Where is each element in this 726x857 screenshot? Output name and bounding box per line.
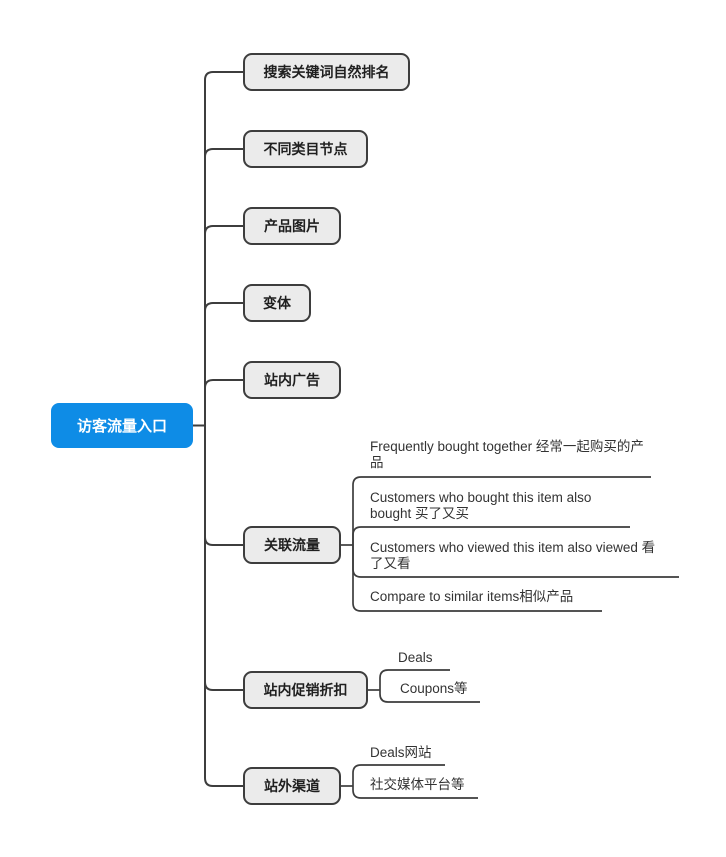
- branch-label: 产品图片: [264, 218, 320, 234]
- leaf-also-bought[interactable]: Customers who bought this item also boug…: [370, 490, 592, 521]
- branch-label: 关联流量: [264, 537, 320, 553]
- branch-product-images[interactable]: 产品图片: [243, 207, 341, 245]
- branch-label: 站内广告: [264, 372, 320, 388]
- root-node-visitor-traffic[interactable]: 访客流量入口: [51, 403, 193, 448]
- branch-label: 变体: [263, 295, 291, 311]
- branch-category-nodes[interactable]: 不同类目节点: [243, 130, 368, 168]
- leaf-frequently-bought-together[interactable]: Frequently bought together 经常一起购买的产品: [370, 439, 644, 470]
- leaf-also-viewed[interactable]: Customers who viewed this item also view…: [370, 540, 656, 571]
- branch-label: 不同类目节点: [263, 141, 348, 157]
- branch-label: 搜索关键词自然排名: [263, 64, 390, 80]
- root-node-label: 访客流量入口: [76, 418, 167, 435]
- leaf-compare-similar-items[interactable]: Compare to similar items相似产品: [370, 589, 574, 604]
- branch-associated-traffic[interactable]: 关联流量: [243, 526, 341, 564]
- branch-offsite-channels[interactable]: 站外渠道: [243, 767, 341, 805]
- branch-label: 站外渠道: [264, 778, 320, 794]
- branch-variants[interactable]: 变体: [243, 284, 311, 322]
- branch-search-keyword-ranking[interactable]: 搜索关键词自然排名: [243, 53, 410, 91]
- branch-onsite-ads[interactable]: 站内广告: [243, 361, 341, 399]
- branch-onsite-promotions[interactable]: 站内促销折扣: [243, 671, 368, 709]
- branch-label: 站内促销折扣: [263, 682, 348, 698]
- leaf-social-media-platforms[interactable]: 社交媒体平台等: [370, 777, 465, 792]
- leaf-deals-websites[interactable]: Deals网站: [370, 745, 432, 760]
- leaf-deals[interactable]: Deals: [398, 650, 433, 665]
- leaf-coupons[interactable]: Coupons等: [400, 681, 468, 696]
